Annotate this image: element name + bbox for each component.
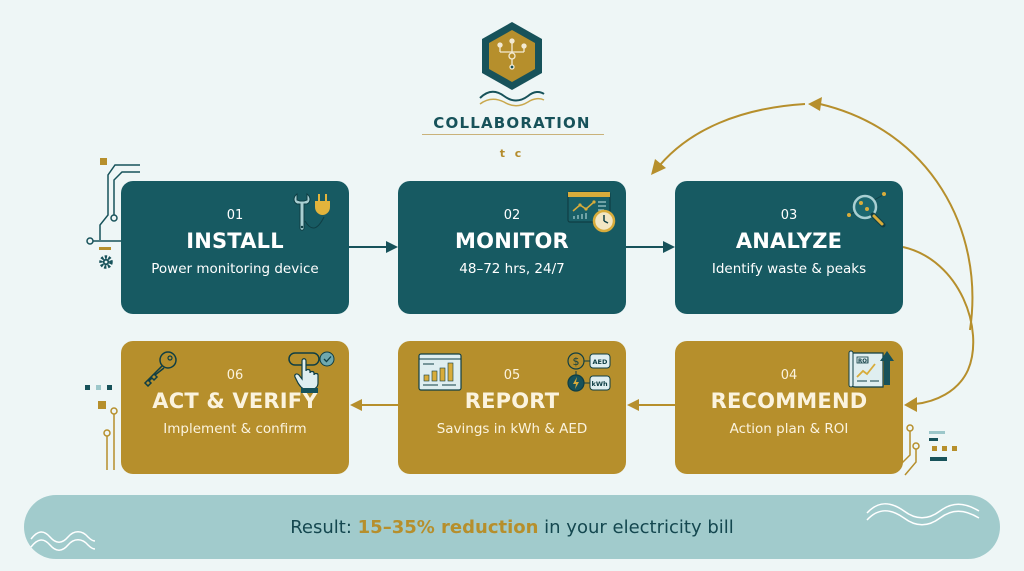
step-description: Power monitoring device: [151, 261, 319, 277]
step-title: ACT & VERIFY: [152, 389, 318, 413]
svg-text:ROI: ROI: [858, 359, 869, 365]
key-icon: [143, 351, 177, 387]
step-description: 48–72 hrs, 24/7: [459, 261, 565, 277]
step-number: 03: [780, 208, 798, 223]
result-prefix: Result:: [290, 516, 358, 538]
step-card-act-verify: 06 ACT & VERIFY Implement & confirm: [121, 341, 349, 474]
hand-click-check-icon: [288, 351, 335, 393]
step-card-install: 01 INSTALL Power monitoring device: [121, 181, 349, 314]
step-card-report: $ AED kWh 05 REPORT Savings in kWh & AED: [398, 341, 626, 474]
step-description: Identify waste & peaks: [711, 261, 867, 277]
step-title: ANALYZE: [735, 229, 843, 253]
feedback-loop-arrow: [651, 97, 974, 331]
arrow-recommend-to-report: [627, 399, 675, 411]
step-number: 05: [503, 368, 521, 383]
roi-document-icon: ROI: [848, 350, 894, 388]
step-description: Implement & confirm: [163, 421, 307, 437]
currency-energy-icon: $ AED kWh: [567, 352, 611, 392]
step-card-monitor: 02 MONITOR 48–72 hrs, 24/7: [398, 181, 626, 314]
arrow-install-to-monitor: [349, 241, 398, 253]
magnifier-data-icon: [847, 192, 886, 228]
step-number: 02: [503, 208, 521, 223]
step-title: RECOMMEND: [710, 389, 868, 413]
step-title: INSTALL: [186, 229, 284, 253]
arrow-analyze-to-recommend: [902, 246, 975, 412]
badge-aed: AED: [593, 358, 608, 366]
gear-icon: [99, 255, 113, 269]
step-number: 01: [226, 208, 244, 223]
step-card-recommend: ROI 04 RECOMMEND Action plan & ROI: [675, 341, 903, 474]
result-banner: Result: 15–35% reduction in your electri…: [24, 495, 1000, 559]
arrow-monitor-to-analyze: [626, 241, 675, 253]
brand-divider: [422, 134, 604, 135]
badge-kwh: kWh: [592, 380, 608, 388]
circuit-lines-left-bottom: [85, 385, 118, 470]
result-suffix: in your electricity bill: [538, 516, 734, 538]
arrow-report-to-act: [350, 399, 398, 411]
wave-icon: [866, 503, 980, 526]
step-card-analyze: 03 ANALYZE Identify waste & peaks: [675, 181, 903, 314]
result-highlight: 15–35% reduction: [357, 516, 539, 538]
brand-tagline: t c: [499, 147, 525, 160]
step-number: 06: [226, 368, 244, 383]
dashboard-clock-icon: [567, 191, 616, 233]
svg-text:$: $: [573, 355, 580, 368]
report-chart-icon: [418, 353, 462, 391]
result-statement: Result: 15–35% reduction in your electri…: [290, 517, 734, 538]
wrench-plug-icon: [293, 192, 330, 231]
step-number: 04: [780, 368, 798, 383]
circuit-lines-right-bottom: [894, 424, 957, 476]
step-title: REPORT: [464, 389, 560, 413]
step-description: Action plan & ROI: [729, 421, 849, 437]
step-description: Savings in kWh & AED: [436, 421, 588, 437]
wave-icon: [30, 531, 96, 551]
network-hexagon-icon: [479, 22, 545, 107]
brand-name: COLLABORATION: [433, 114, 591, 132]
circuit-lines-left-top: [86, 158, 140, 250]
step-title: MONITOR: [455, 229, 569, 253]
